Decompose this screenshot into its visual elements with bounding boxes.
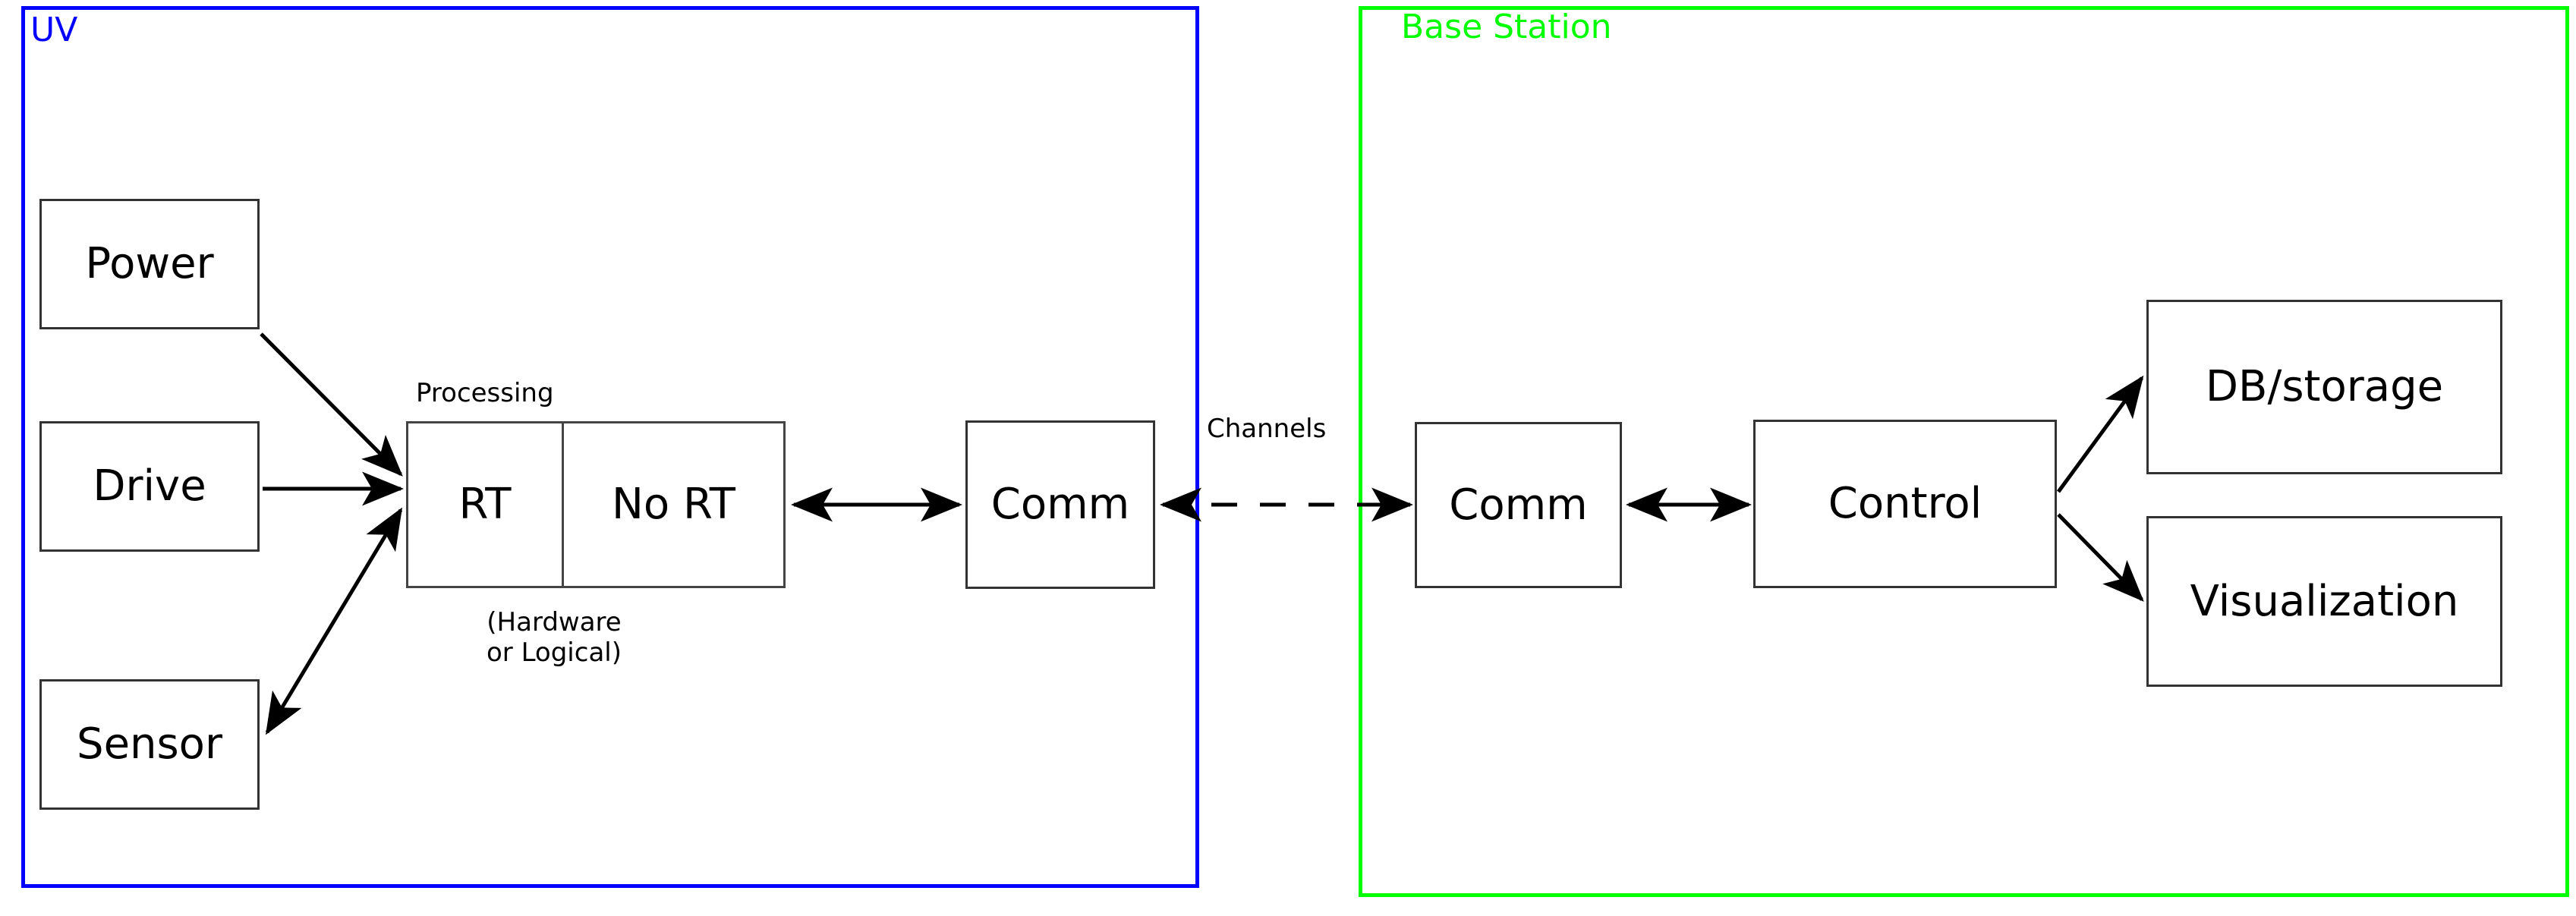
node-db-storage-label: DB/storage — [2205, 362, 2444, 411]
node-power[interactable]: Power — [39, 199, 260, 329]
processing-caption: Processing — [416, 378, 554, 408]
node-uv-comm[interactable]: Comm — [965, 420, 1155, 589]
node-processing-rt[interactable]: RT — [408, 423, 564, 586]
channels-caption: Channels — [1207, 414, 1327, 444]
group-base-station — [1359, 6, 2569, 897]
node-uv-comm-label: Comm — [990, 480, 1130, 529]
hardware-or-logical-line-1: (Hardware — [487, 607, 622, 637]
node-processing-rt-label: RT — [458, 480, 512, 529]
node-processing-no-rt[interactable]: No RT — [564, 423, 783, 586]
node-db-storage[interactable]: DB/storage — [2146, 300, 2502, 474]
group-uv-label: UV — [30, 11, 78, 49]
node-base-comm[interactable]: Comm — [1415, 422, 1622, 588]
group-base-station-label: Base Station — [1401, 8, 1612, 46]
node-drive[interactable]: Drive — [39, 421, 260, 552]
node-processing-no-rt-label: No RT — [612, 480, 735, 529]
node-power-label: Power — [85, 239, 214, 288]
hardware-or-logical-line-2: or Logical) — [486, 637, 622, 669]
group-uv — [21, 6, 1199, 888]
node-control-label: Control — [1828, 479, 1982, 528]
hardware-or-logical-caption: (Hardware or Logical) — [463, 607, 645, 668]
node-control[interactable]: Control — [1753, 420, 2057, 588]
node-processing[interactable]: RT No RT — [406, 421, 786, 588]
node-visualization-label: Visualization — [2190, 576, 2459, 626]
node-sensor[interactable]: Sensor — [39, 679, 260, 810]
node-visualization[interactable]: Visualization — [2146, 516, 2502, 687]
node-base-comm-label: Comm — [1449, 480, 1588, 530]
node-drive-label: Drive — [93, 461, 206, 511]
node-sensor-label: Sensor — [77, 719, 222, 769]
